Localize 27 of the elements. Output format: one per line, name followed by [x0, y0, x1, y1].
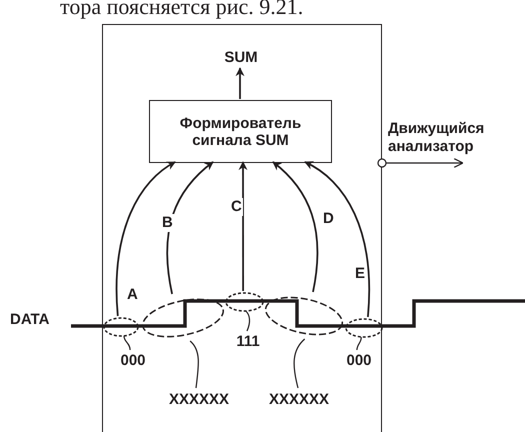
process-box [149, 100, 332, 163]
arrow [304, 161, 370, 318]
leader-line [245, 310, 250, 332]
analyzer-frame [102, 24, 382, 432]
box-label: Формирователь сигнала SUM [178, 114, 302, 148]
signal-name: DATA [10, 311, 50, 329]
analyzer-label: Движущийся анализатор [388, 120, 486, 156]
dashed-ellipse [225, 292, 264, 312]
leader-line [294, 338, 306, 388]
arrow [238, 161, 248, 291]
signal-label: XXXXXX [159, 389, 239, 409]
leader-line [190, 340, 199, 388]
signal-label: 111 [231, 332, 265, 350]
arrow [116, 161, 176, 316]
arrow [272, 161, 318, 292]
leader-line [356, 336, 362, 350]
dashed-ellipse [103, 317, 139, 337]
arrow [166, 161, 214, 294]
signal-label: XXXXXX [259, 389, 339, 409]
edge-label: C [230, 198, 243, 216]
signal-label: 000 [340, 351, 378, 369]
arrow [236, 67, 244, 99]
signal-label: 000 [114, 351, 152, 369]
leader-line [123, 336, 131, 350]
edge-label: B [161, 214, 174, 232]
dashed-ellipse [345, 318, 383, 338]
signal-label: SUM [214, 46, 268, 68]
